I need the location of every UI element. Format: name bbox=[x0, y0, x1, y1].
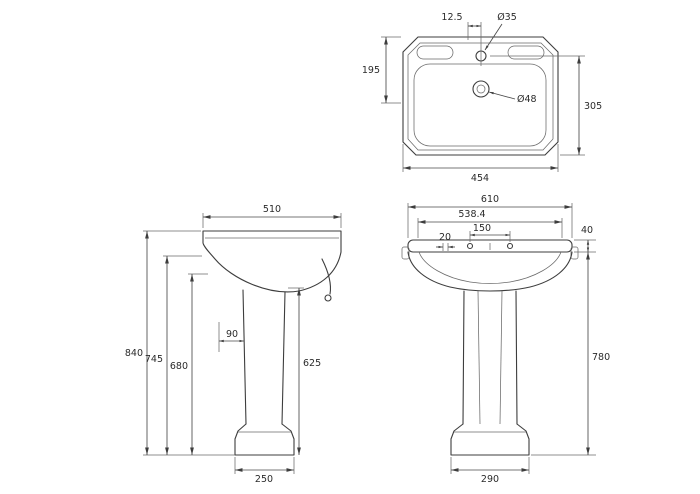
pedestal-facet-left bbox=[477, 290, 481, 425]
dim-label-overall-width: 610 bbox=[481, 194, 499, 205]
pedestal-facet-right bbox=[499, 290, 503, 425]
basin-inner-rim bbox=[407, 42, 554, 151]
dim-label-tap-centres: 150 bbox=[473, 223, 491, 234]
rail-bracket-left bbox=[401, 246, 410, 260]
bowl-front-inner-line bbox=[418, 251, 562, 284]
pedestal-front-edge bbox=[242, 289, 247, 425]
pedestal-right-edge bbox=[515, 290, 518, 425]
basin-side-profile bbox=[202, 230, 342, 293]
soap-recess-right bbox=[507, 45, 545, 60]
waste-lever bbox=[321, 258, 332, 295]
dim-label-back-to-waste: 195 bbox=[362, 65, 380, 76]
dim-label-mid-height: 745 bbox=[145, 354, 163, 365]
waste-hole-outer bbox=[472, 80, 490, 98]
leader-tap-hole bbox=[484, 23, 503, 51]
dim-label-rim-height: 40 bbox=[581, 225, 593, 236]
dim-label-tap-offset: 20 bbox=[439, 232, 451, 243]
dim-label-setback: 90 bbox=[226, 329, 238, 340]
dim-label-waste-to-front: 305 bbox=[584, 101, 602, 112]
side-view-dimensions: 510 840 745 680 90 625 2 bbox=[125, 204, 342, 485]
pedestal-left-edge bbox=[462, 290, 465, 425]
lever-knob bbox=[324, 294, 332, 302]
dim-label-inner-width: 538.4 bbox=[458, 209, 485, 220]
dim-label-waste-diameter: Ø48 bbox=[517, 94, 537, 105]
top-view: 12.5 Ø35 195 Ø48 305 454 bbox=[362, 12, 602, 184]
front-view-dimensions: 610 538.4 150 20 40 780 bbox=[407, 194, 610, 485]
top-view-dimensions: 12.5 Ø35 195 Ø48 305 454 bbox=[362, 12, 602, 184]
tap-hole-right bbox=[506, 242, 514, 250]
bowl-front-outline bbox=[407, 251, 573, 292]
dim-label-tap-hole-diameter: Ø35 bbox=[497, 12, 517, 23]
waste-hole-inner bbox=[476, 84, 486, 94]
dim-label-overall-height: 840 bbox=[125, 348, 143, 359]
dim-label-underside-height: 680 bbox=[170, 361, 188, 372]
bowl-outline bbox=[413, 63, 547, 147]
dim-label-depth: 510 bbox=[263, 204, 281, 215]
dim-label-base-depth: 250 bbox=[255, 474, 273, 485]
dim-label-base-width: 290 bbox=[481, 474, 499, 485]
pedestal-back-edge bbox=[281, 291, 286, 425]
side-view: 510 840 745 680 90 625 2 bbox=[125, 204, 342, 485]
dim-label-tap-offset: 12.5 bbox=[441, 12, 462, 23]
soap-recess-left bbox=[416, 45, 454, 60]
rail-bracket-right bbox=[570, 246, 579, 260]
basin-rim-band bbox=[407, 239, 573, 253]
dim-label-pedestal-height: 625 bbox=[303, 358, 321, 369]
tap-hole-left bbox=[466, 242, 474, 250]
leader-waste bbox=[488, 91, 516, 100]
front-view: 610 538.4 150 20 40 780 bbox=[401, 194, 610, 485]
dim-label-bowl-width: 454 bbox=[471, 173, 489, 184]
pedestal-base bbox=[234, 423, 295, 456]
dim-label-overall-height: 780 bbox=[592, 352, 610, 363]
basin-outer-outline bbox=[402, 36, 559, 156]
pedestal-base bbox=[450, 423, 530, 456]
